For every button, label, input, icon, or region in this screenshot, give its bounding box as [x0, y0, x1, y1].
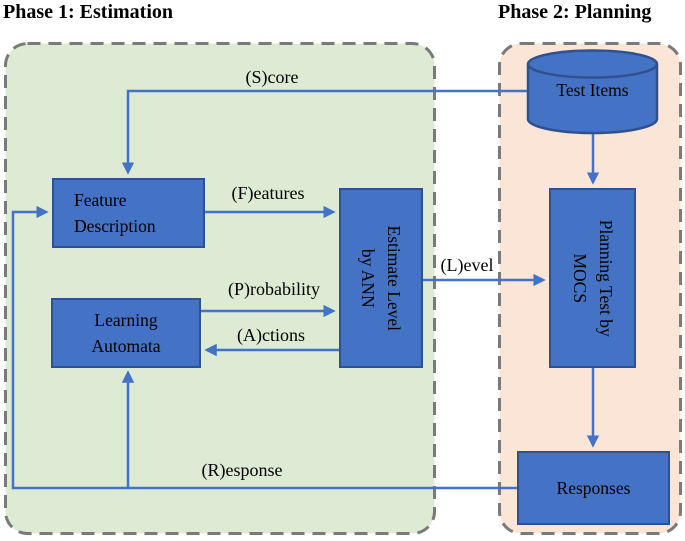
phase1-title: Phase 1: Estimation: [3, 1, 173, 23]
level-edge-label: (L)evel: [440, 255, 494, 275]
planning-test-mocs-node: Planning Test by MOCS: [549, 188, 636, 368]
feature-description-label: Feature Description: [74, 189, 156, 236]
responses-node: Responses: [517, 451, 670, 525]
probability-edge-label: (P)robability: [228, 279, 320, 299]
score-arrow: [121, 89, 528, 175]
learning-automata-label: Learning Automata: [91, 309, 161, 356]
learning-automata-node: Learning Automata: [51, 298, 201, 368]
features-edge-label: (F)eatures: [231, 183, 305, 203]
test-items-label: Test Items: [556, 80, 629, 100]
responses-label: Responses: [556, 477, 631, 498]
feature-description-node: Feature Description: [52, 178, 205, 248]
test-items-cylinder: [526, 49, 659, 135]
actions-edge-label: (A)ctions: [237, 325, 305, 345]
estimate-level-ann-node: Estimate Level by ANN: [339, 188, 423, 368]
planning-test-mocs-label: Planning Test by MOCS: [569, 219, 616, 337]
response-feedback-arrow: [11, 205, 517, 490]
estimate-level-ann-label: Estimate Level by ANN: [358, 225, 405, 331]
score-edge-label: (S)core: [245, 67, 299, 87]
phase2-title: Phase 2: Planning: [498, 1, 652, 23]
phase1-region: [4, 42, 436, 535]
response-edge-label: (R)esponse: [201, 460, 283, 480]
